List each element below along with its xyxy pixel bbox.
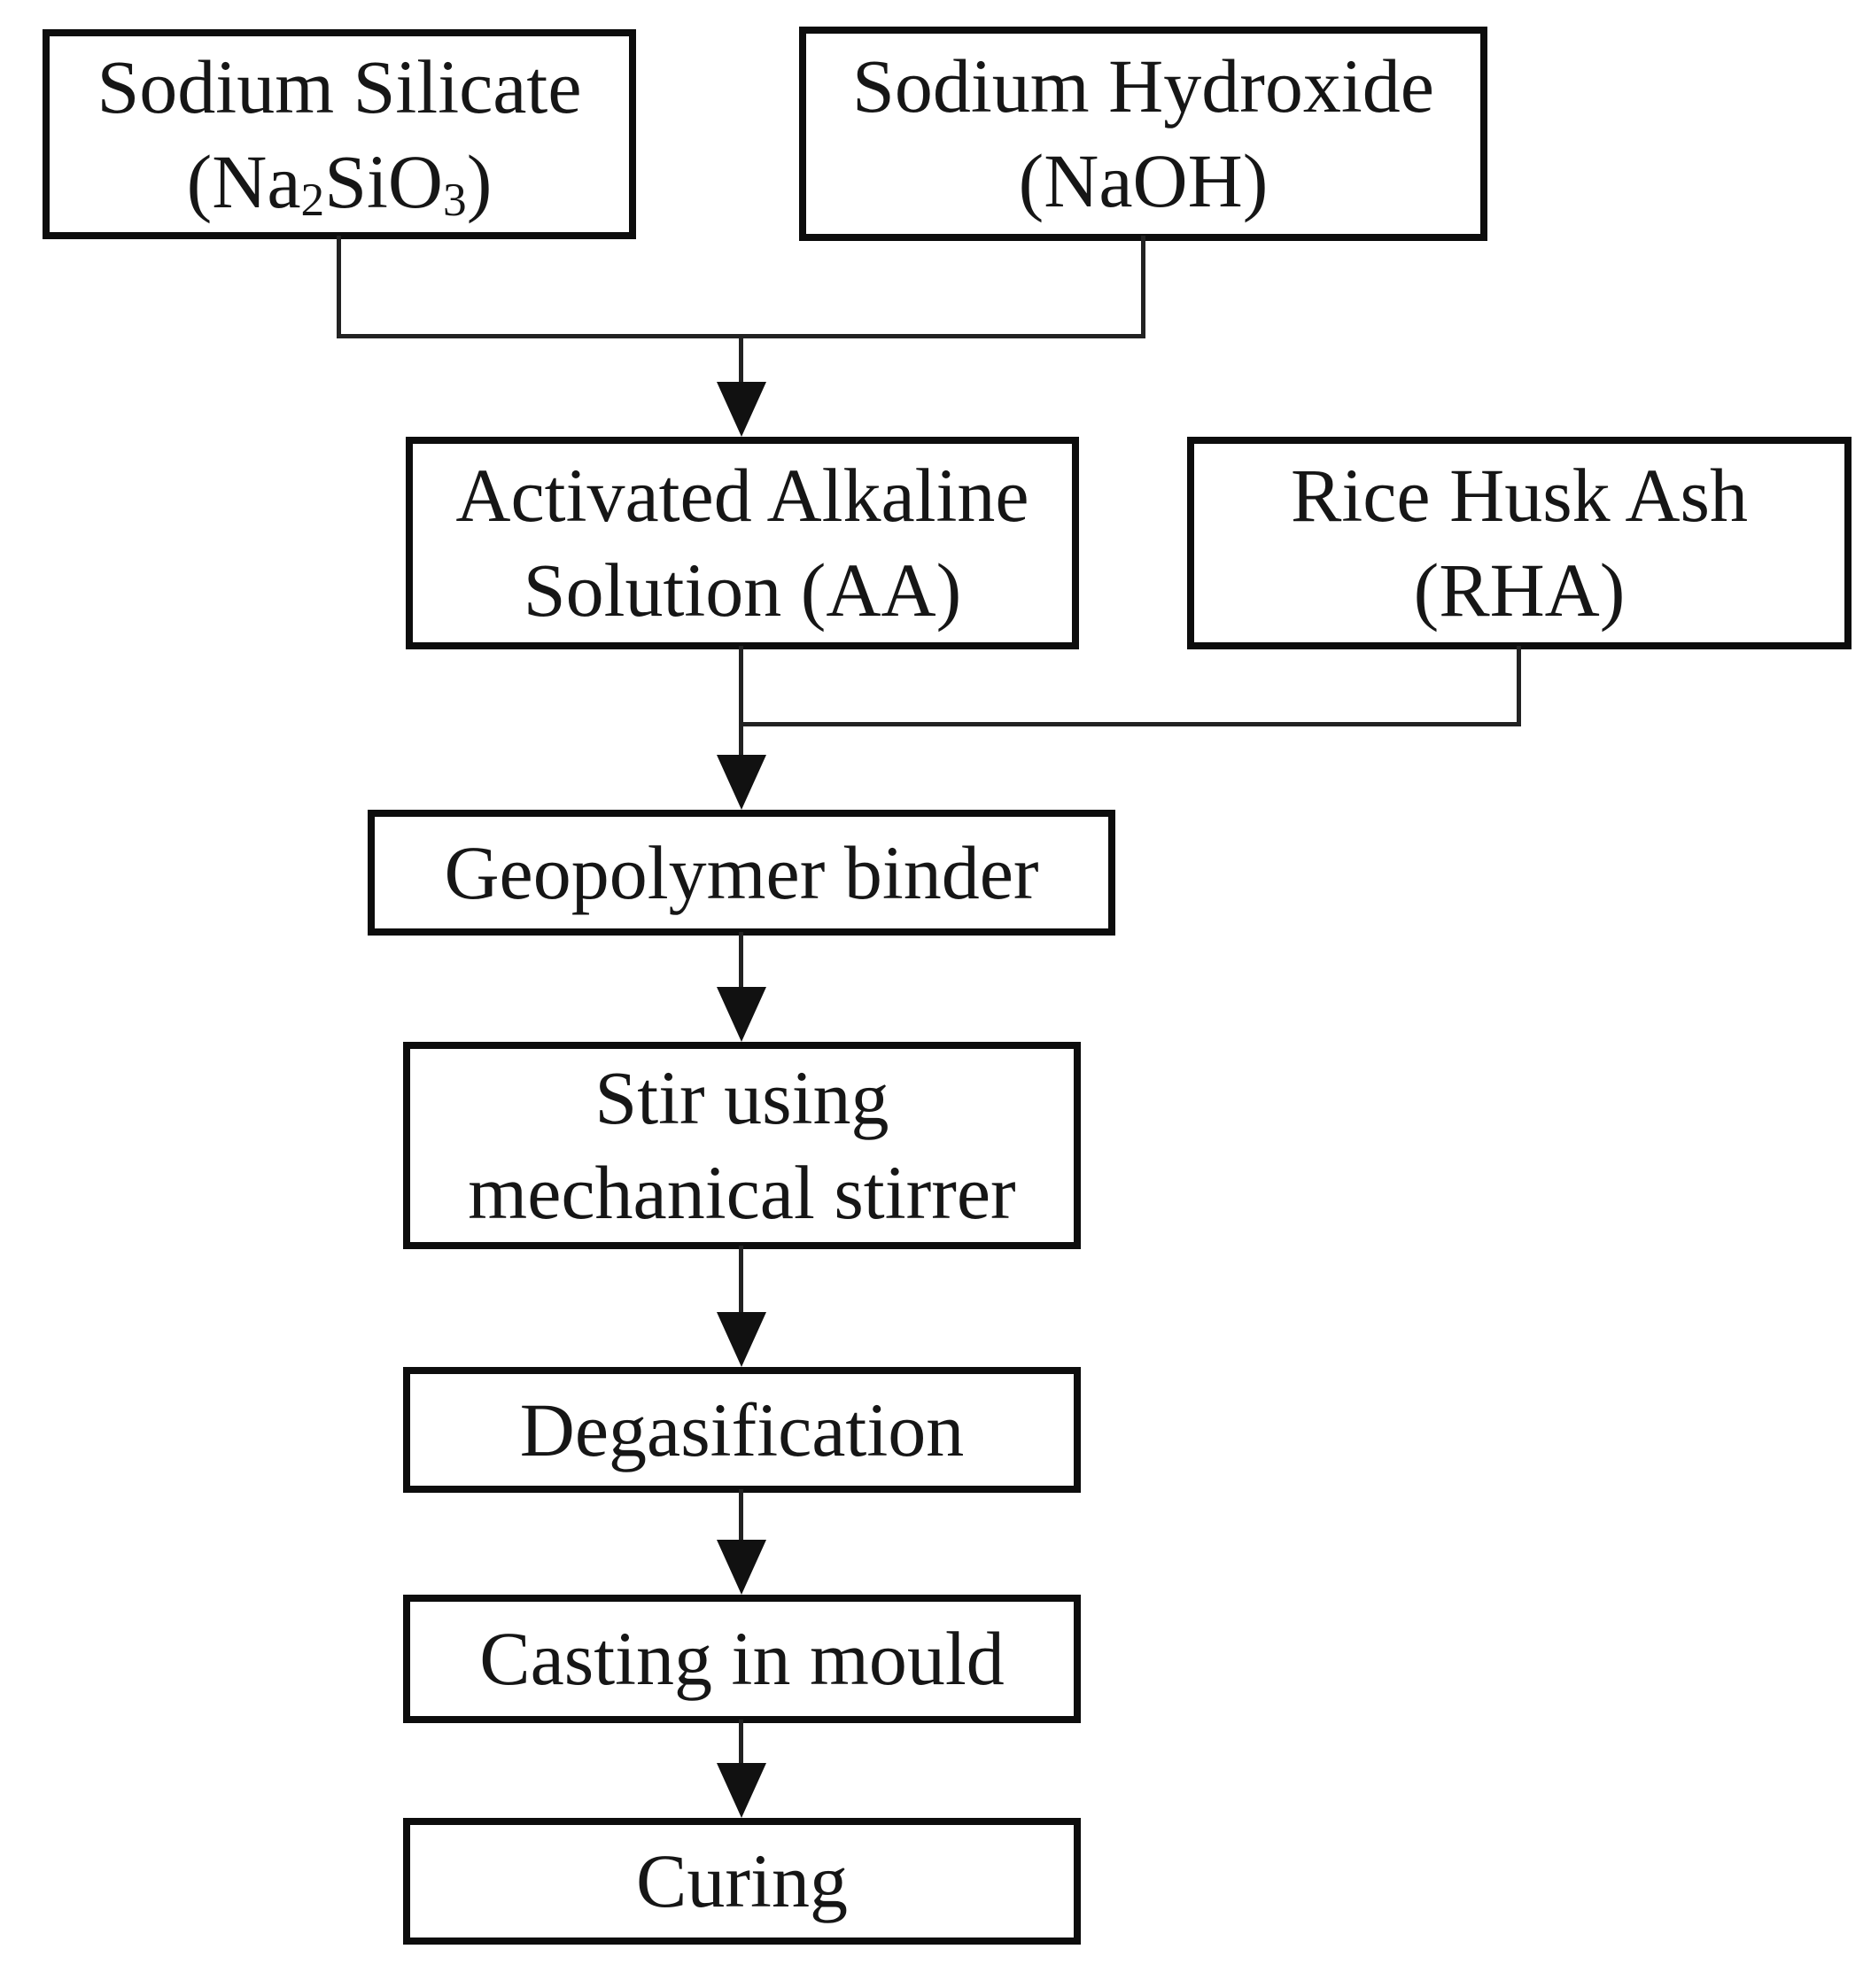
connector-activated-alkaline-down: [739, 646, 743, 758]
node-geopolymer-binder-line1: Geopolymer binder: [444, 829, 1039, 915]
node-curing-line1: Curing: [636, 1838, 848, 1924]
node-casting-in-mould-line1: Casting in mould: [479, 1616, 1005, 1702]
node-casting-in-mould-label: Casting in mould: [479, 1611, 1004, 1706]
node-stir-line2: mechanical stirrer: [468, 1150, 1016, 1235]
node-degasification-line1: Degasification: [519, 1386, 965, 1472]
sodium-silicate-chemical-formula: (Na2SiO3): [186, 138, 493, 227]
node-rice-husk-ash-line2: (RHA): [1413, 547, 1626, 633]
node-degasification-label: Degasification: [520, 1383, 964, 1478]
node-rice-husk-ash: Rice Husk Ash (RHA): [1187, 437, 1852, 649]
node-activated-alkaline-line2: Solution (AA): [523, 547, 962, 633]
node-rice-husk-ash-line1: Rice Husk Ash: [1291, 453, 1748, 539]
arrowhead-down-into-curing-icon: [717, 1763, 766, 1818]
node-sodium-silicate: Sodium Silicate (Na2SiO3): [43, 29, 636, 239]
node-sodium-hydroxide-label: Sodium Hydroxide (NaOH): [852, 39, 1434, 228]
connector-sodium-silicate-down: [337, 236, 341, 338]
node-stir-label: Stir using mechanical stirrer: [468, 1051, 1015, 1239]
connector-merge2-horizontal: [739, 722, 1521, 726]
connector-geopolymer-to-stir: [739, 932, 743, 990]
arrowhead-down-into-activated-alkaline-icon: [717, 382, 766, 437]
sodium-hydroxide-chemical-formula: (NaOH): [1018, 138, 1269, 223]
node-activated-alkaline-label: Activated Alkaline Solution (AA): [455, 448, 1029, 637]
node-geopolymer-binder-label: Geopolymer binder: [444, 826, 1038, 920]
node-geopolymer-binder: Geopolymer binder: [368, 810, 1115, 936]
node-activated-alkaline-solution: Activated Alkaline Solution (AA): [406, 437, 1079, 649]
connector-stir-to-degasification: [739, 1246, 743, 1316]
connector-merge1-stem: [739, 334, 743, 387]
arrowhead-down-into-geopolymer-icon: [717, 755, 766, 810]
node-sodium-hydroxide: Sodium Hydroxide (NaOH): [799, 27, 1487, 241]
arrowhead-down-into-degasification-icon: [717, 1312, 766, 1367]
node-degasification: Degasification: [403, 1367, 1081, 1493]
node-stir-line1: Stir using: [594, 1055, 889, 1141]
node-stir-mechanical-stirrer: Stir using mechanical stirrer: [403, 1042, 1081, 1249]
connector-casting-to-curing: [739, 1720, 743, 1768]
node-curing: Curing: [403, 1818, 1081, 1945]
connector-sodium-hydroxide-down: [1141, 236, 1145, 338]
node-curing-label: Curing: [636, 1834, 848, 1929]
node-casting-in-mould: Casting in mould: [403, 1595, 1081, 1723]
node-activated-alkaline-line1: Activated Alkaline: [455, 453, 1029, 539]
node-rice-husk-ash-label: Rice Husk Ash (RHA): [1291, 448, 1748, 637]
node-sodium-silicate-line1: Sodium Silicate: [97, 43, 582, 129]
node-sodium-hydroxide-line1: Sodium Hydroxide: [852, 43, 1434, 129]
connector-rice-husk-ash-down: [1517, 646, 1521, 726]
node-sodium-silicate-label: Sodium Silicate (Na2SiO3): [97, 40, 581, 229]
arrowhead-down-into-stir-icon: [717, 987, 766, 1042]
arrowhead-down-into-casting-icon: [717, 1540, 766, 1595]
connector-degasification-to-casting: [739, 1489, 743, 1543]
